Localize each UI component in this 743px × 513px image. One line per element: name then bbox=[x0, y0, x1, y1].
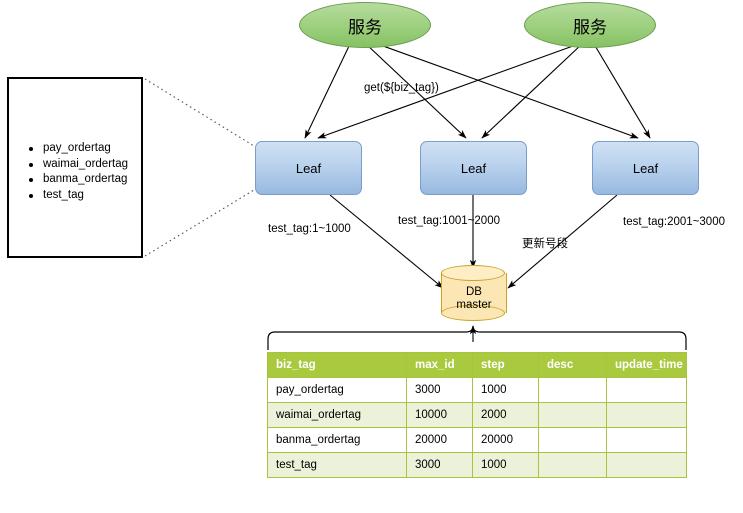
biz-tag-list-box: pay_ordertag waimai_ordertag banma_order… bbox=[7, 77, 143, 258]
cell-desc bbox=[538, 377, 607, 403]
service-node-2[interactable]: 服务 bbox=[524, 2, 656, 48]
service-node-2-label: 服务 bbox=[573, 17, 607, 37]
cell-max_id: 20000 bbox=[406, 427, 473, 453]
table-brace bbox=[267, 325, 687, 350]
edge-service2-leaf3 bbox=[593, 43, 651, 139]
edge-label-update-segment: 更新号段 bbox=[522, 238, 568, 250]
zoom-line-top bbox=[144, 78, 255, 147]
cell-update_time bbox=[606, 402, 687, 428]
zoom-line-bottom bbox=[144, 189, 255, 257]
cylinder-bottom bbox=[441, 305, 505, 321]
cell-step: 1000 bbox=[472, 377, 539, 403]
column-header-desc: desc bbox=[538, 352, 607, 378]
cell-biz_tag: pay_ordertag bbox=[267, 377, 407, 403]
cell-step: 1000 bbox=[472, 452, 539, 478]
leaf-node-1[interactable]: Leaf bbox=[255, 141, 362, 195]
column-header-max-id: max_id bbox=[406, 352, 473, 378]
edge-service2-leaf2 bbox=[481, 43, 583, 139]
cell-max_id: 10000 bbox=[406, 402, 473, 428]
edge-service2-leaf1 bbox=[317, 41, 585, 139]
biz-tag-list: pay_ordertag waimai_ordertag banma_order… bbox=[29, 141, 128, 203]
cylinder-top bbox=[441, 265, 505, 281]
cell-biz_tag: test_tag bbox=[267, 452, 407, 478]
leaf-node-1-label: Leaf bbox=[295, 160, 322, 176]
service-node-1-label: 服务 bbox=[348, 17, 382, 37]
cell-biz_tag: banma_ordertag bbox=[267, 427, 407, 453]
leaf-node-2[interactable]: Leaf bbox=[420, 141, 527, 195]
edge-label-range-2: test_tag:1001~2000 bbox=[398, 215, 500, 227]
leaf-node-3[interactable]: Leaf bbox=[592, 141, 699, 195]
database-node[interactable]: DB master bbox=[441, 265, 507, 321]
edge-label-range-3: test_tag:2001~3000 bbox=[623, 216, 725, 228]
edge-service1-leaf1 bbox=[304, 43, 351, 139]
edge-leaf1-db bbox=[329, 194, 444, 289]
column-header-step: step bbox=[472, 352, 539, 378]
database-node-label: DB master bbox=[441, 279, 507, 319]
column-header-update-time: update_time bbox=[606, 352, 687, 378]
list-item: test_tag bbox=[29, 188, 128, 204]
leaf-node-2-label: Leaf bbox=[460, 160, 487, 176]
database-label-line2: master bbox=[456, 299, 492, 311]
cell-update_time bbox=[606, 377, 687, 403]
cell-step: 20000 bbox=[472, 427, 539, 453]
cell-update_time bbox=[606, 452, 687, 478]
database-label-line1: DB bbox=[466, 286, 482, 298]
leaf-node-3-label: Leaf bbox=[632, 160, 659, 176]
cell-biz_tag: waimai_ordertag bbox=[267, 402, 407, 428]
cell-desc bbox=[538, 427, 607, 453]
table-header-row: biz_tag max_id step desc update_time bbox=[267, 352, 687, 378]
cell-max_id: 3000 bbox=[406, 377, 473, 403]
list-item: pay_ordertag bbox=[29, 141, 128, 157]
leaf-alloc-table: biz_tag max_id step desc update_time pay… bbox=[267, 352, 687, 478]
column-header-biz-tag: biz_tag bbox=[267, 352, 407, 378]
edge-label-get-call: get(${biz_tag}) bbox=[364, 82, 439, 94]
list-item: banma_ordertag bbox=[29, 172, 128, 188]
cell-step: 2000 bbox=[472, 402, 539, 428]
cell-desc bbox=[538, 452, 607, 478]
edge-label-range-1: test_tag:1~1000 bbox=[268, 223, 351, 235]
list-item: waimai_ordertag bbox=[29, 157, 128, 173]
service-node-1[interactable]: 服务 bbox=[299, 2, 431, 48]
cell-max_id: 3000 bbox=[406, 452, 473, 478]
cell-desc bbox=[538, 402, 607, 428]
cell-update_time bbox=[606, 427, 687, 453]
